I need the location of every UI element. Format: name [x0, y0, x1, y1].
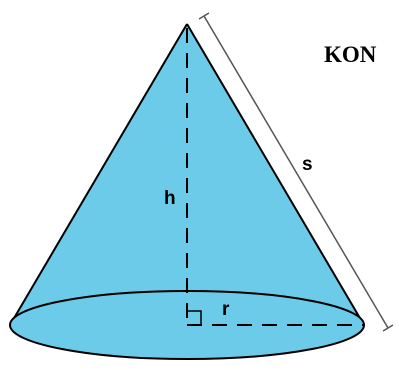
radius-label: r [222, 299, 230, 320]
slant-dimension-line [203, 15, 389, 329]
cone-right-edge [186, 23, 365, 326]
cone-left-edge [9, 23, 188, 326]
diagram-title: KON [324, 42, 377, 67]
slant-dimension-tick-top [198, 12, 210, 20]
height-label: h [164, 188, 176, 209]
right-angle-marker [187, 310, 202, 325]
slant-dimension-tick-bottom [382, 324, 394, 332]
slant-height-label: s [302, 154, 313, 175]
